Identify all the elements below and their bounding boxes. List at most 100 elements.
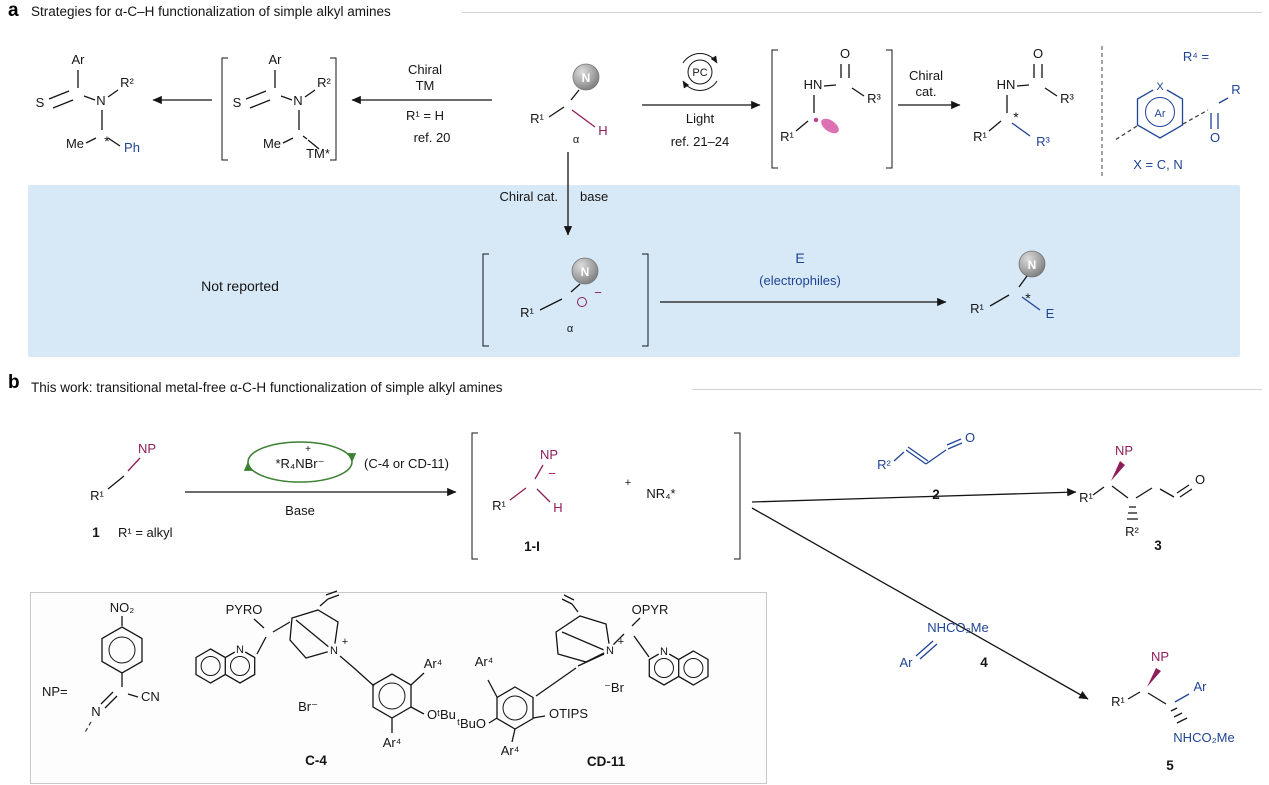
benzyl-ring bbox=[496, 686, 534, 730]
ar4-top-label: Ar⁴ bbox=[475, 654, 494, 669]
alpha-ch-bond bbox=[571, 109, 596, 128]
methyl-label: Me bbox=[263, 136, 281, 151]
thioamide-product: S Ar N R² Me * Ph bbox=[36, 52, 140, 155]
condition-label: R¹ = alkyl bbox=[118, 525, 173, 540]
condition-line1: Chiral bbox=[408, 62, 442, 77]
photocatalysis-arrow: PC Light ref. 21–24 bbox=[642, 53, 761, 149]
nitrogen-label: N bbox=[1028, 258, 1037, 272]
hn-label: HN bbox=[804, 77, 823, 92]
bond-path bbox=[989, 275, 1028, 307]
panel-a-label: a bbox=[8, 0, 19, 21]
panel-a-title: Strategies for α-C–H functionalization o… bbox=[31, 4, 391, 19]
minus-charge: − bbox=[594, 285, 602, 300]
bond-path bbox=[1092, 484, 1193, 520]
atom-label-mask bbox=[327, 643, 341, 657]
stereocenter-star: * bbox=[1013, 109, 1019, 125]
base-label: base bbox=[580, 189, 608, 204]
electrophiles-label: (electrophiles) bbox=[759, 273, 841, 288]
methyl-label: Me bbox=[66, 136, 84, 151]
r1-label: R¹ bbox=[780, 129, 794, 144]
atom-label-mask bbox=[603, 643, 617, 657]
alpha-functionalized-product: N R¹ * E bbox=[970, 250, 1055, 321]
otbu-label: OᵗBu bbox=[427, 707, 456, 722]
amine-product-5: NP R¹ Ar NHCO₂Me 5 bbox=[1111, 649, 1235, 773]
wedge-bond bbox=[1147, 668, 1161, 687]
catalyst-cd11: OPYR N N + ⁻Br Ar⁴ ᵗBuO OTIPS Ar⁴ CD-11 bbox=[457, 594, 709, 769]
quinoline-rings bbox=[195, 648, 256, 684]
ar-label: Ar bbox=[1194, 679, 1208, 694]
catalyst-definition-box bbox=[30, 592, 767, 784]
pc-cycle-arc-top bbox=[682, 53, 718, 64]
aromatic-circle bbox=[200, 656, 221, 676]
nitrogen-sphere bbox=[1018, 250, 1046, 278]
branch-arrow-to-5 bbox=[751, 507, 1089, 700]
ammonium-n-label: N bbox=[606, 645, 614, 657]
chiral-cat-arrow: Chiral cat. bbox=[898, 68, 961, 110]
ar-label: Ar bbox=[900, 655, 914, 670]
reference: ref. 20 bbox=[414, 130, 451, 145]
thioamide-tm-intermediate: S Ar N R² Me TM* bbox=[221, 52, 337, 161]
nitrogen-sphere bbox=[571, 257, 599, 285]
r3-label: R³ bbox=[867, 91, 881, 106]
chiral-tm-arrow: Chiral TM R¹ = H ref. 20 bbox=[351, 62, 492, 145]
cycle-arc-top bbox=[247, 441, 357, 463]
enal-reagent-2: R² O 2 bbox=[877, 430, 975, 502]
nitrogen-sphere bbox=[572, 63, 600, 91]
bond-path bbox=[100, 616, 139, 709]
otips-label: OTIPS bbox=[549, 706, 588, 721]
r-label: R bbox=[1231, 82, 1240, 97]
substrate-amine: N R¹ H α bbox=[530, 63, 608, 146]
anion-intermediate: N − R¹ α bbox=[482, 253, 649, 347]
quinoline-n-label: N bbox=[236, 644, 244, 656]
radical-dot bbox=[813, 117, 819, 123]
aryl-hexagon bbox=[1136, 85, 1184, 139]
attachment-dash bbox=[83, 721, 92, 735]
np-label: NP bbox=[138, 441, 156, 456]
oxygen-label: O bbox=[840, 46, 850, 61]
tbuo-label: ᵗBuO bbox=[457, 716, 486, 731]
ammonium-label: NR₄* bbox=[646, 486, 675, 501]
pyro-label: PYRO bbox=[226, 602, 263, 617]
plus-charge: + bbox=[305, 444, 311, 455]
bracket bbox=[471, 432, 741, 560]
condition-r1: R¹ = H bbox=[406, 108, 444, 123]
plus-charge: + bbox=[618, 636, 624, 648]
chiral-cat-label: Chiral cat. bbox=[499, 189, 558, 204]
sulfur-label: S bbox=[36, 95, 45, 110]
oxygen-label: O bbox=[1195, 472, 1205, 487]
r2-label: R² bbox=[1125, 524, 1139, 539]
ammonium-salt-label: *R₄NBr⁻ bbox=[275, 456, 324, 471]
catalyst-label: CD-11 bbox=[587, 754, 626, 769]
catalyst-c4: PYRO N N + Br⁻ Ar⁴ OᵗBu Ar⁴ C-4 bbox=[195, 590, 456, 768]
pc-circle bbox=[687, 59, 713, 85]
nitrogen-label: N bbox=[581, 265, 590, 279]
aromatic-circle bbox=[683, 658, 704, 678]
panel-b-label: b bbox=[8, 372, 20, 393]
double-bond bbox=[915, 640, 938, 660]
catalytic-cycle-arrow: + *R₄NBr⁻ (C-4 or CD-11) Base bbox=[185, 441, 457, 518]
acyl-bonds bbox=[1210, 97, 1229, 129]
radical-intermediate: O HN R³ R¹ bbox=[771, 46, 893, 169]
r4-legend: R⁴ = X Ar R O X = C, N bbox=[1114, 49, 1241, 172]
r2-label: R² bbox=[120, 75, 134, 90]
aromatic-circle bbox=[502, 695, 528, 721]
bond-path bbox=[893, 438, 963, 465]
aryl-label: Ar bbox=[269, 52, 283, 67]
np-label: NP bbox=[1115, 443, 1133, 458]
ar-label: Ar bbox=[1155, 108, 1166, 120]
catalysts-label: (C-4 or CD-11) bbox=[364, 456, 449, 471]
aromatic-circle bbox=[378, 682, 406, 710]
plus-charge: + bbox=[625, 477, 631, 489]
aryl-label: Ar bbox=[72, 52, 86, 67]
compound-number: 3 bbox=[1154, 538, 1162, 553]
plus-charge: + bbox=[342, 636, 348, 648]
oxygen-label: O bbox=[1033, 46, 1043, 61]
r2-label: R² bbox=[317, 75, 331, 90]
quinoline-n-label: N bbox=[660, 646, 668, 658]
r3-label: R³ bbox=[1060, 91, 1074, 106]
bond-path bbox=[539, 283, 581, 311]
pc-cycle-arc-bottom bbox=[682, 80, 718, 91]
not-reported-label: Not reported bbox=[201, 278, 279, 294]
r1-label: R¹ bbox=[1079, 490, 1093, 505]
imine-n-label: N bbox=[91, 704, 100, 719]
